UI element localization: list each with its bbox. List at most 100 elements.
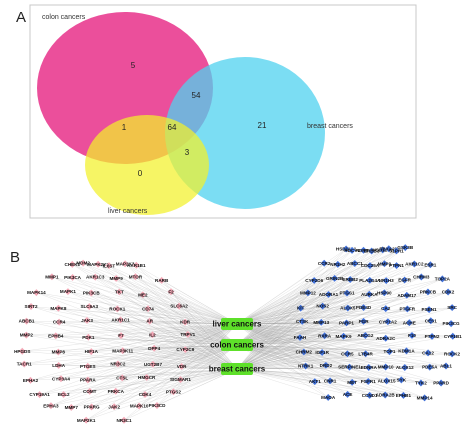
left-gene-node[interactable] <box>181 318 189 326</box>
left-gene-node[interactable] <box>131 272 140 281</box>
right-gene-node[interactable] <box>448 332 457 341</box>
left-gene-node[interactable] <box>67 403 76 412</box>
left-gene-node[interactable] <box>116 316 125 324</box>
right-gene-node[interactable] <box>424 288 432 296</box>
left-gene-node[interactable] <box>114 360 122 368</box>
right-gene-node[interactable] <box>342 245 350 253</box>
cancer-hub-node[interactable] <box>221 363 253 375</box>
right-gene-node[interactable] <box>333 260 342 269</box>
right-gene-node[interactable] <box>380 259 389 268</box>
right-gene-node[interactable] <box>365 391 374 400</box>
right-gene-node[interactable] <box>364 363 373 372</box>
right-gene-node[interactable] <box>397 376 406 384</box>
right-gene-node[interactable] <box>402 291 411 300</box>
right-gene-node[interactable] <box>348 378 356 387</box>
right-gene-node[interactable] <box>384 244 393 253</box>
left-gene-node[interactable] <box>149 360 157 369</box>
left-gene-node[interactable] <box>177 362 186 371</box>
left-gene-node[interactable] <box>59 390 68 399</box>
right-gene-node[interactable] <box>382 276 391 285</box>
right-gene-node[interactable] <box>348 246 356 255</box>
right-gene-node[interactable] <box>417 379 425 387</box>
right-gene-node[interactable] <box>399 391 408 400</box>
left-gene-node[interactable] <box>68 260 77 269</box>
left-gene-node[interactable] <box>141 390 149 399</box>
right-gene-node[interactable] <box>426 260 435 269</box>
left-gene-node[interactable] <box>54 361 63 370</box>
left-gene-node[interactable] <box>176 375 185 384</box>
left-gene-node[interactable] <box>87 289 96 297</box>
right-gene-node[interactable] <box>385 347 394 356</box>
cancer-hub-node[interactable] <box>221 318 253 330</box>
left-gene-node[interactable] <box>85 302 94 311</box>
right-gene-node[interactable] <box>339 332 348 341</box>
cancer-hub-node[interactable] <box>221 339 253 351</box>
right-gene-node[interactable] <box>381 334 390 343</box>
left-gene-node[interactable] <box>132 261 141 270</box>
left-gene-node[interactable] <box>150 344 158 353</box>
left-gene-node[interactable] <box>79 259 87 267</box>
right-gene-node[interactable] <box>408 331 416 340</box>
left-gene-node[interactable] <box>94 260 102 269</box>
right-gene-node[interactable] <box>382 377 391 385</box>
right-gene-node[interactable] <box>365 290 374 299</box>
left-gene-node[interactable] <box>68 273 77 282</box>
right-gene-node[interactable] <box>437 379 445 387</box>
left-gene-node[interactable] <box>169 387 178 396</box>
left-gene-node[interactable] <box>87 403 96 411</box>
right-gene-node[interactable] <box>359 317 368 326</box>
left-gene-node[interactable] <box>27 302 35 311</box>
right-gene-node[interactable] <box>400 276 409 284</box>
right-gene-node[interactable] <box>343 349 352 358</box>
right-gene-node[interactable] <box>343 304 352 312</box>
right-gene-node[interactable] <box>345 363 354 371</box>
right-gene-node[interactable] <box>322 361 330 370</box>
right-gene-node[interactable] <box>401 243 410 252</box>
right-gene-node[interactable] <box>320 259 328 268</box>
right-gene-node[interactable] <box>438 275 447 283</box>
right-gene-node[interactable] <box>318 302 327 310</box>
right-gene-node[interactable] <box>343 390 352 399</box>
right-gene-node[interactable] <box>365 276 374 285</box>
right-gene-node[interactable] <box>310 377 319 386</box>
right-gene-node[interactable] <box>384 317 392 326</box>
right-gene-node[interactable] <box>324 290 333 299</box>
left-gene-node[interactable] <box>110 402 118 411</box>
right-gene-node[interactable] <box>330 274 339 283</box>
left-gene-node[interactable] <box>22 317 31 325</box>
left-gene-node[interactable] <box>118 374 127 382</box>
left-gene-node[interactable] <box>57 374 65 383</box>
right-gene-node[interactable] <box>442 362 450 370</box>
left-gene-node[interactable] <box>85 387 94 396</box>
left-gene-node[interactable] <box>84 333 93 341</box>
right-gene-node[interactable] <box>448 350 456 358</box>
left-gene-node[interactable] <box>87 347 96 356</box>
left-gene-node[interactable] <box>113 305 122 313</box>
left-gene-node[interactable] <box>91 273 100 281</box>
left-gene-node[interactable] <box>139 290 147 299</box>
right-gene-node[interactable] <box>448 303 456 312</box>
left-gene-node[interactable] <box>145 317 154 325</box>
right-gene-node[interactable] <box>342 319 351 327</box>
right-gene-node[interactable] <box>366 261 374 270</box>
right-gene-node[interactable] <box>350 259 359 268</box>
right-gene-node[interactable] <box>298 317 307 326</box>
left-gene-node[interactable] <box>64 287 72 296</box>
right-gene-node[interactable] <box>380 288 389 297</box>
right-gene-node[interactable] <box>361 349 370 358</box>
right-gene-node[interactable] <box>392 247 401 255</box>
right-gene-node[interactable] <box>343 289 351 297</box>
right-gene-node[interactable] <box>402 347 411 355</box>
left-gene-node[interactable] <box>105 261 113 270</box>
right-gene-node[interactable] <box>361 331 370 340</box>
right-gene-node[interactable] <box>301 362 310 370</box>
left-gene-node[interactable] <box>32 288 41 297</box>
left-gene-node[interactable] <box>117 331 125 340</box>
left-gene-node[interactable] <box>18 347 27 356</box>
left-gene-node[interactable] <box>83 316 91 325</box>
left-gene-node[interactable] <box>26 376 35 385</box>
left-gene-node[interactable] <box>148 330 157 339</box>
right-gene-node[interactable] <box>296 304 305 312</box>
left-gene-node[interactable] <box>184 330 192 339</box>
left-gene-node[interactable] <box>175 302 183 310</box>
